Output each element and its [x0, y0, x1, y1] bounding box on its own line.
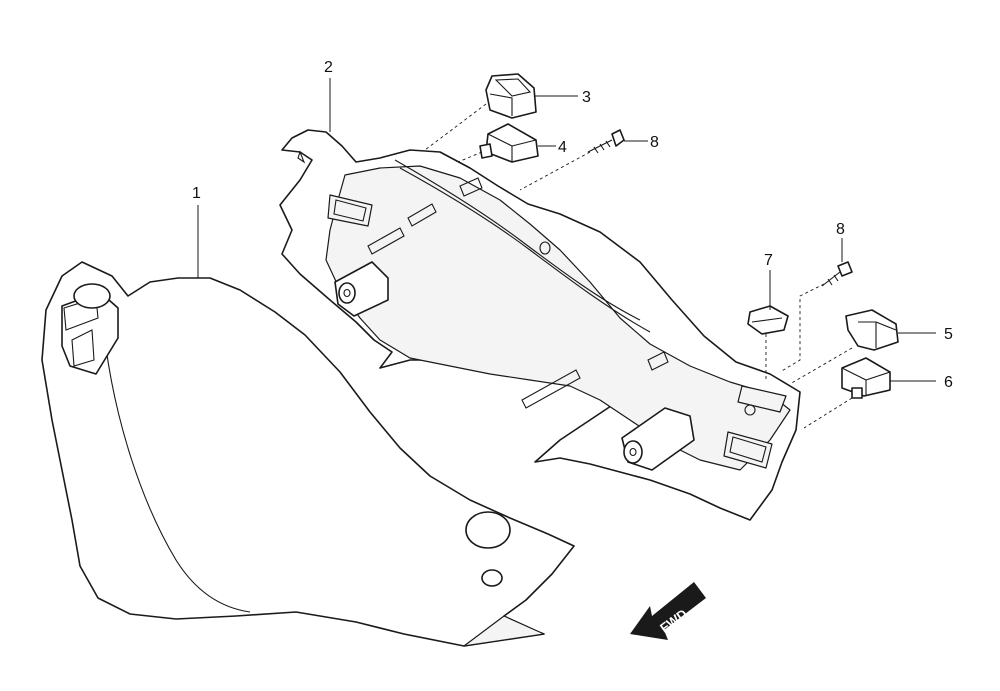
callout-6: 6	[944, 374, 953, 391]
rear-handlebar-cover	[279, 129, 801, 521]
fwd-arrow-icon	[630, 582, 706, 640]
callout-numbers: 1 2 3 4 8 7 8 5 6	[192, 59, 953, 391]
leader-lines	[197, 78, 936, 382]
screw-8-upper	[587, 129, 625, 154]
assembly-lines	[424, 103, 853, 429]
front-handlebar-cover	[41, 261, 575, 647]
switch-part-6	[841, 357, 891, 399]
callout-8-lower: 8	[836, 221, 845, 238]
callout-4: 4	[558, 139, 567, 156]
callout-1: 1	[192, 185, 201, 202]
fwd-direction-arrow: FWD	[630, 582, 706, 640]
cap-part-7	[747, 305, 789, 335]
callout-3: 3	[582, 89, 591, 106]
switch-part-5	[845, 309, 899, 351]
switch-part-4	[479, 123, 539, 163]
callout-5: 5	[944, 326, 953, 343]
callout-8-upper: 8	[650, 134, 659, 151]
callout-7: 7	[764, 252, 773, 269]
screw-8-lower	[821, 261, 853, 287]
switch-part-3	[485, 73, 537, 119]
callout-2: 2	[324, 59, 333, 76]
